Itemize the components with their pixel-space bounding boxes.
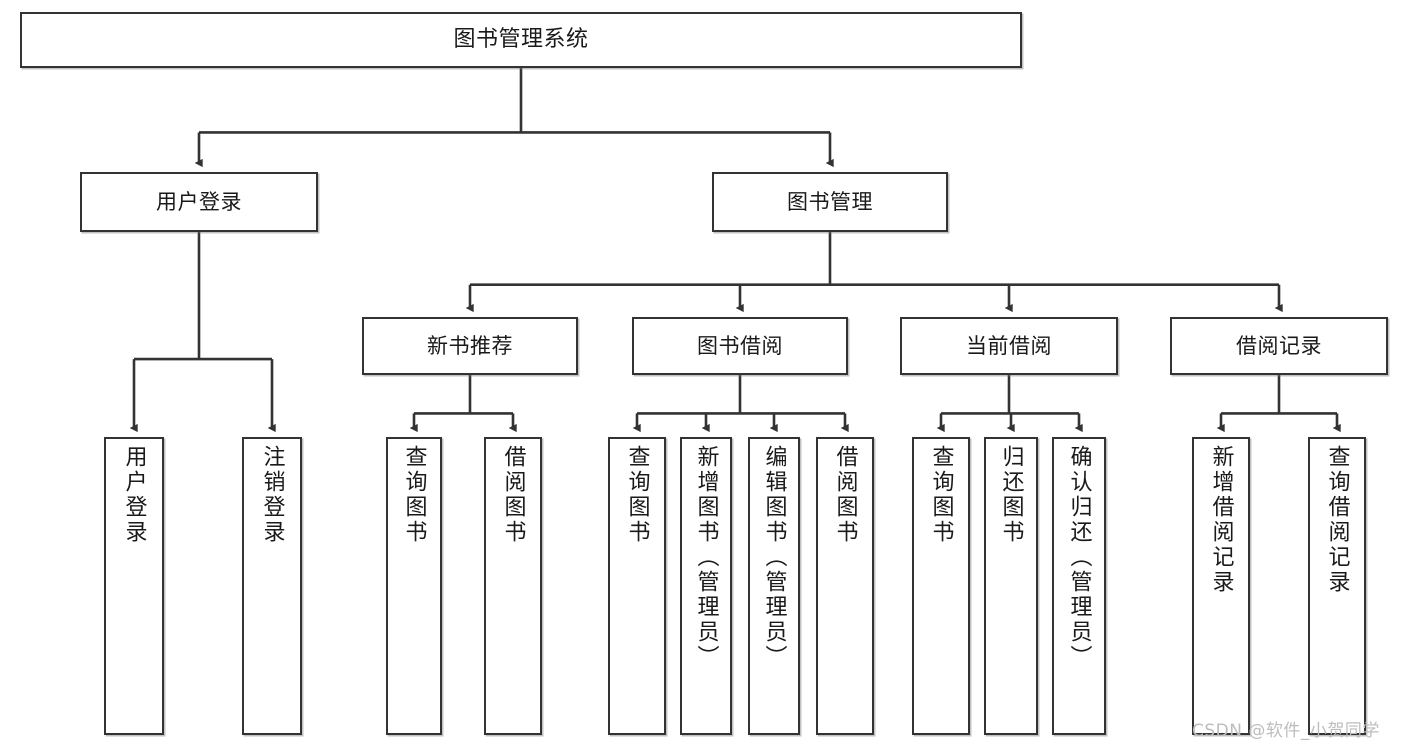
node-label-current-borrow: 当前借阅	[966, 333, 1052, 358]
node-leaf-query-book-cur[interactable]: 查询图书	[912, 437, 970, 735]
node-leaf-add-record[interactable]: 新增借阅记录	[1192, 437, 1250, 735]
node-book-manage[interactable]: 图书管理	[712, 172, 948, 232]
node-label-leaf-logout: 注销登录	[259, 445, 285, 545]
node-label-borrow-record: 借阅记录	[1236, 333, 1322, 358]
node-label-user-login: 用户登录	[156, 189, 242, 214]
node-label-new-book-rec: 新书推荐	[427, 333, 513, 358]
node-current-borrow[interactable]: 当前借阅	[900, 317, 1118, 375]
node-label-leaf-edit-book: 编辑图书（管理员）	[761, 445, 787, 670]
node-leaf-user-login[interactable]: 用户登录	[104, 437, 164, 735]
node-root[interactable]: 图书管理系统	[20, 12, 1022, 68]
node-label-root: 图书管理系统	[453, 27, 589, 53]
node-label-leaf-confirm-return: 确认归还（管理员）	[1066, 445, 1092, 670]
node-borrow-record[interactable]: 借阅记录	[1170, 317, 1388, 375]
node-leaf-logout[interactable]: 注销登录	[242, 437, 302, 735]
node-label-leaf-query-record: 查询借阅记录	[1324, 445, 1350, 595]
node-book-borrow[interactable]: 图书借阅	[632, 317, 848, 375]
node-leaf-borrow-book-rec[interactable]: 借阅图书	[484, 437, 542, 735]
node-leaf-query-book[interactable]: 查询图书	[608, 437, 666, 735]
node-label-leaf-borrow-book: 借阅图书	[832, 445, 858, 545]
node-new-book-rec[interactable]: 新书推荐	[362, 317, 578, 375]
node-leaf-edit-book[interactable]: 编辑图书（管理员）	[748, 437, 800, 735]
node-user-login[interactable]: 用户登录	[80, 172, 318, 232]
node-label-leaf-query-book-cur: 查询图书	[928, 445, 954, 545]
node-leaf-query-book-rec[interactable]: 查询图书	[386, 437, 442, 735]
node-leaf-add-book[interactable]: 新增图书（管理员）	[680, 437, 732, 735]
node-label-leaf-borrow-book-rec: 借阅图书	[500, 445, 526, 545]
node-label-leaf-query-book-rec: 查询图书	[401, 445, 427, 545]
node-label-book-manage: 图书管理	[787, 189, 873, 214]
node-leaf-query-record[interactable]: 查询借阅记录	[1308, 437, 1366, 735]
node-label-leaf-return-book: 归还图书	[998, 445, 1024, 545]
node-label-leaf-add-book: 新增图书（管理员）	[693, 445, 719, 670]
node-leaf-confirm-return[interactable]: 确认归还（管理员）	[1052, 437, 1106, 735]
node-label-leaf-user-login: 用户登录	[121, 445, 147, 545]
node-label-book-borrow: 图书借阅	[697, 333, 783, 358]
node-leaf-return-book[interactable]: 归还图书	[984, 437, 1038, 735]
node-label-leaf-query-book: 查询图书	[624, 445, 650, 545]
node-label-leaf-add-record: 新增借阅记录	[1208, 445, 1234, 595]
node-leaf-borrow-book[interactable]: 借阅图书	[816, 437, 874, 735]
